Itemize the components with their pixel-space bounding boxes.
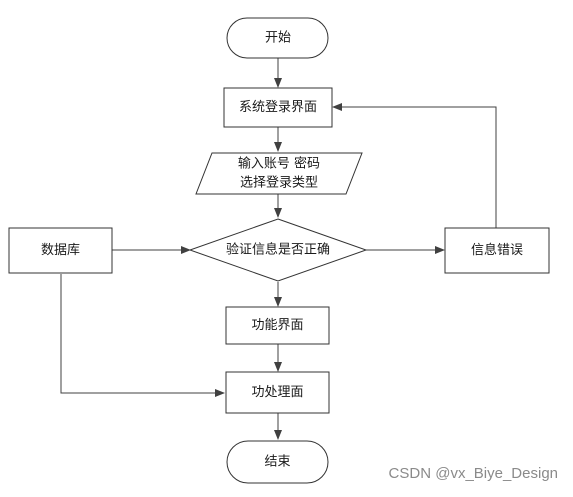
database-node: 数据库 — [8, 227, 113, 274]
input-label-line1: 输入账号 密码 — [238, 156, 320, 172]
watermark-text: CSDN @vx_Biye_Design — [389, 465, 558, 482]
end-node: 结束 — [226, 440, 329, 484]
error-label: 信息错误 — [471, 242, 523, 258]
error-node: 信息错误 — [444, 227, 550, 274]
edge-database-to-process — [60, 274, 225, 397]
function-screen-label: 功能界面 — [251, 318, 303, 333]
start-node: 开始 — [226, 17, 329, 59]
end-label: 结束 — [264, 455, 290, 470]
validate-label: 验证信息是否正确 — [226, 242, 330, 258]
input-node: 输入账号 密码 选择登录类型 — [195, 152, 363, 195]
edge-error-to-login — [332, 103, 497, 228]
process-screen-label: 功处理面 — [251, 385, 303, 400]
login-screen-label: 系统登录界面 — [239, 100, 317, 115]
function-screen-node: 功能界面 — [225, 306, 330, 345]
validate-decision-node: 验证信息是否正确 — [188, 218, 368, 282]
start-label: 开始 — [265, 31, 291, 46]
input-label-line2: 选择登录类型 — [240, 176, 318, 191]
database-label: 数据库 — [41, 242, 80, 258]
process-screen-node: 功处理面 — [225, 371, 330, 414]
login-screen-node: 系统登录界面 — [223, 87, 333, 128]
